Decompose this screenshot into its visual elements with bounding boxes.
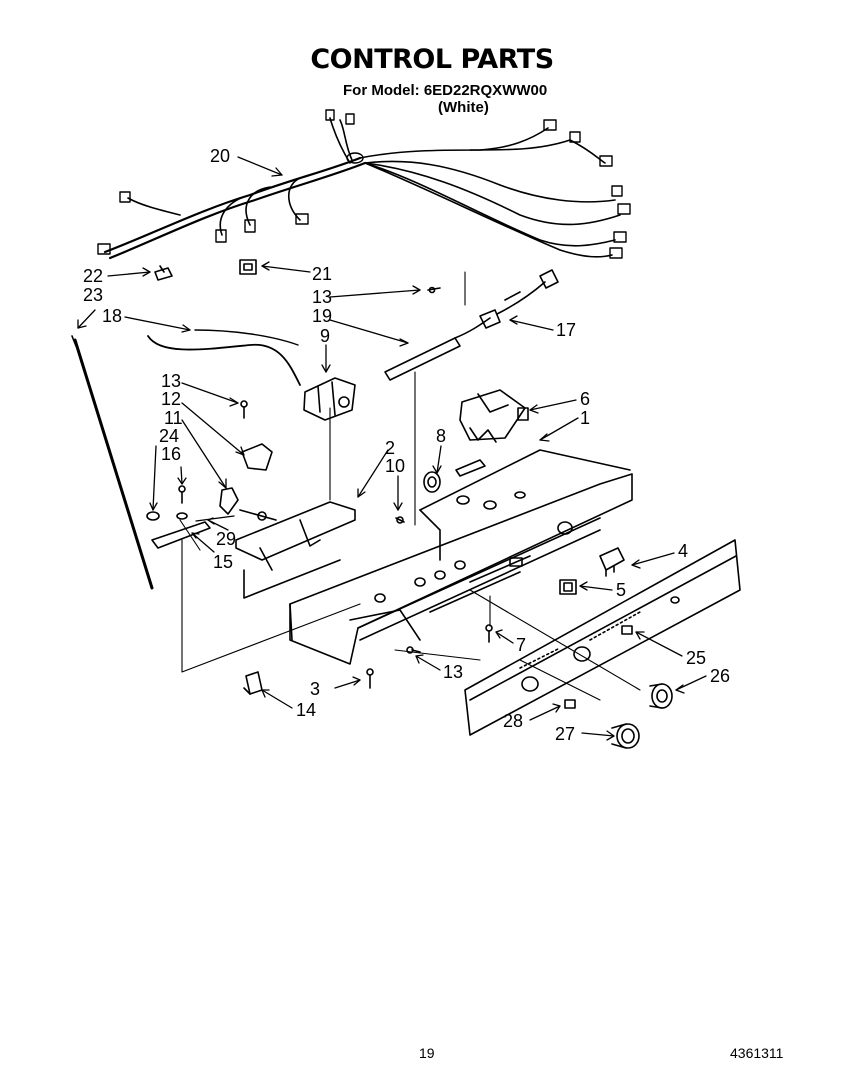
alignment-lines <box>179 271 641 701</box>
capillary-18 <box>147 335 301 386</box>
wire-clip-22 <box>154 265 173 281</box>
linkage-15 <box>151 512 211 549</box>
defrost-timer-6 <box>459 389 529 443</box>
knob-27 <box>611 723 640 749</box>
clip-12 <box>241 443 273 471</box>
switch-4 <box>599 547 625 577</box>
screw-7 <box>485 624 493 643</box>
callout-15: 15 <box>213 552 233 572</box>
callout-19: 19 <box>312 306 332 326</box>
insert-28 <box>564 699 576 709</box>
callout-20: 20 <box>210 146 230 166</box>
callout-8: 8 <box>436 426 446 446</box>
washer-24 <box>146 511 160 521</box>
callout-labels: 20 22 21 23 13 18 19 17 9 13 12 11 24 16… <box>83 146 730 744</box>
lever-11 <box>219 487 277 521</box>
callout-16: 16 <box>161 444 181 464</box>
callout-3: 3 <box>310 679 320 699</box>
callout-13-low: 13 <box>443 662 463 682</box>
switch-5 <box>559 579 577 595</box>
callout-26: 26 <box>710 666 730 686</box>
control-housing-1 <box>289 449 633 665</box>
callout-29: 29 <box>216 529 236 549</box>
callout-7: 7 <box>516 635 526 655</box>
lamp-socket-8 <box>423 471 441 493</box>
knob-26 <box>649 683 673 709</box>
leader-lines <box>77 156 707 741</box>
callout-25: 25 <box>686 648 706 668</box>
clip-21 <box>239 259 257 275</box>
callout-23: 23 <box>83 285 103 305</box>
callout-12: 12 <box>161 389 181 409</box>
callout-4: 4 <box>678 541 688 561</box>
callout-18: 18 <box>102 306 122 326</box>
screw-16 <box>178 485 186 504</box>
callout-24: 24 <box>159 426 179 446</box>
screw-13-top <box>427 286 441 294</box>
bracket-2 <box>235 501 356 599</box>
rod-23 <box>71 335 154 590</box>
callout-6: 6 <box>580 389 590 409</box>
callout-2: 2 <box>385 438 395 458</box>
callout-1: 1 <box>580 408 590 428</box>
callout-11: 11 <box>164 408 183 428</box>
model-number: For Model: 6ED22RQXWW00 <box>343 82 548 99</box>
model-color: (White) <box>438 99 489 116</box>
page-title: CONTROL PARTS <box>310 44 554 75</box>
callout-17: 17 <box>556 320 576 340</box>
callout-5: 5 <box>616 580 626 600</box>
screw-13-low <box>406 646 421 654</box>
callout-13-top: 13 <box>312 287 332 307</box>
wiring-harness <box>97 109 631 260</box>
callout-13-mid: 13 <box>161 371 181 391</box>
screw-13-mid <box>240 400 248 419</box>
screw-3 <box>366 668 374 689</box>
callout-27: 27 <box>555 724 575 744</box>
callout-9: 9 <box>320 326 330 346</box>
sensor-19 <box>384 269 559 381</box>
document-number: 4361311 <box>730 1045 784 1061</box>
screw-10 <box>395 516 405 524</box>
bracket-14 <box>243 671 263 695</box>
callout-28: 28 <box>503 711 523 731</box>
callout-10: 10 <box>385 456 405 476</box>
callout-14: 14 <box>296 700 316 720</box>
callout-21: 21 <box>312 264 332 284</box>
page-number: 19 <box>419 1045 435 1061</box>
callout-22: 22 <box>83 266 103 286</box>
thermostat-9 <box>303 377 356 421</box>
control-panel-25 <box>464 539 741 736</box>
